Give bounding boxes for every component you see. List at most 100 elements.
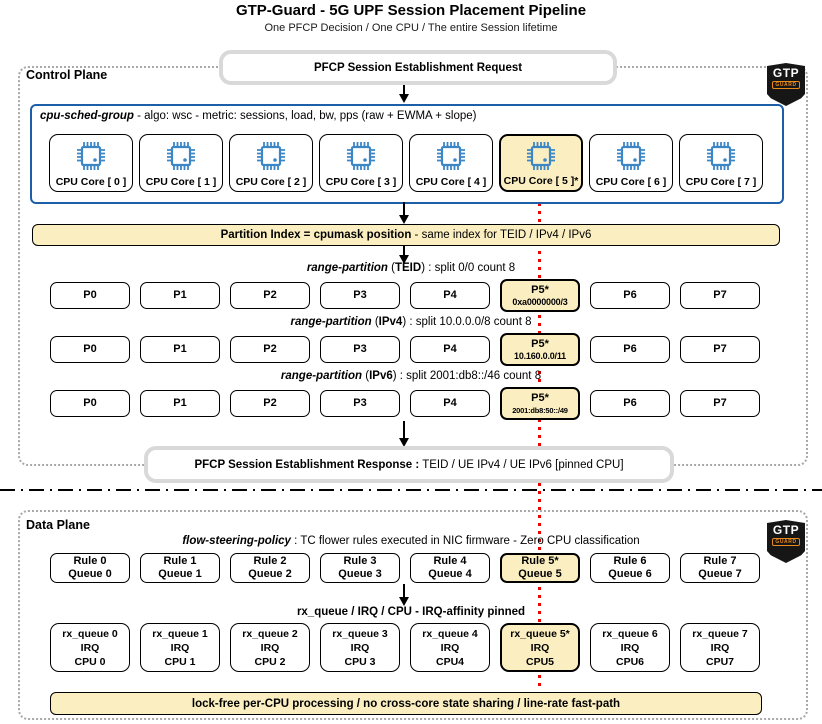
- cpu-label: CPU 1: [164, 655, 196, 668]
- range-partition-label: range-partition (IPv4) : split 10.0.0.0/…: [290, 316, 532, 328]
- pfcp-response-box: PFCP Session Establishment Response : TE…: [144, 446, 674, 483]
- irq-label: IRQ: [170, 641, 190, 654]
- cpu-chip-icon: [254, 135, 288, 176]
- partition-cell: P2: [230, 282, 310, 309]
- rx-queue-box: rx_queue 4 IRQ CPU4: [410, 623, 490, 672]
- rx-queue-label: rx_queue 2: [242, 627, 298, 640]
- partition-cell-label: P0: [83, 397, 97, 409]
- logo-guard-text: GUARD: [772, 81, 800, 89]
- queue-label: Queue 0: [68, 568, 112, 580]
- cpu-core-box: CPU Core [ 0 ]: [49, 134, 133, 192]
- rule-label: Rule 5*: [521, 554, 559, 567]
- queue-label: Queue 1: [158, 568, 202, 580]
- cpu-label: CPU4: [435, 655, 464, 668]
- partition-cell: P5* 10.160.0.0/11: [500, 333, 580, 366]
- partition-cell-label: P0: [83, 343, 97, 355]
- partition-cell: P2: [230, 336, 310, 363]
- partition-cell: P0: [50, 282, 130, 309]
- cpu-label: CPU 3: [344, 655, 376, 668]
- arrow-sched-to-partition-index: [399, 202, 409, 224]
- partition-cell: P0: [50, 336, 130, 363]
- partition-cell-label: P3: [353, 289, 367, 301]
- rule-queue-box: Rule 0 Queue 0: [50, 553, 130, 583]
- cpu-core-box: CPU Core [ 2 ]: [229, 134, 313, 192]
- rule-queue-box: Rule 3 Queue 3: [320, 553, 400, 583]
- partition-cell-label: P1: [173, 397, 187, 409]
- partition-cell: P4: [410, 282, 490, 309]
- cpu-chip-icon: [524, 136, 558, 175]
- rule-queue-box: Rule 2 Queue 2: [230, 553, 310, 583]
- partition-cell: P4: [410, 390, 490, 417]
- logo-guard-text: GUARD: [772, 538, 800, 546]
- fastpath-bar: lock-free per-CPU processing / no cross-…: [50, 692, 762, 715]
- partition-cell-value: 2001:db8:50::/49: [512, 405, 568, 415]
- arrow-rules-to-rxqueues: [399, 584, 409, 606]
- partition-cell: P7: [680, 336, 760, 363]
- rule-label: Rule 7: [703, 554, 737, 567]
- cpu-label: CPU 0: [74, 655, 106, 668]
- rx-queue-label: rx_queue 5*: [510, 627, 570, 640]
- partition-cell-label: P2: [263, 343, 277, 355]
- rx-queue-box: rx_queue 6 IRQ CPU6: [590, 623, 670, 672]
- cpu-sched-group-box: cpu-sched-group - algo: wsc - metric: se…: [30, 104, 784, 204]
- cpu-chip-icon: [434, 135, 468, 176]
- irq-label: IRQ: [620, 641, 640, 654]
- plane-divider-line: [0, 489, 822, 491]
- irq-label: IRQ: [710, 641, 730, 654]
- partition-cell: P0: [50, 390, 130, 417]
- partition-cell-value: 0xa0000000/3: [512, 296, 568, 307]
- partition-cell: P1: [140, 336, 220, 363]
- page-title: GTP-Guard - 5G UPF Session Placement Pip…: [235, 2, 587, 19]
- partition-cell: P6: [590, 336, 670, 363]
- queue-label: Queue 7: [698, 568, 742, 580]
- partition-cell-label: P7: [713, 397, 727, 409]
- cpu-core-box: CPU Core [ 6 ]: [589, 134, 673, 192]
- cpu-chip-icon: [74, 135, 108, 176]
- partition-cell-label: P7: [713, 343, 727, 355]
- cpu-sched-group-header: cpu-sched-group - algo: wsc - metric: se…: [40, 110, 477, 122]
- rx-queue-label: rx_queue 6: [602, 627, 658, 640]
- cpu-label: CPU5: [525, 655, 554, 668]
- queue-label: Queue 2: [248, 568, 292, 580]
- partition-cell-label: P5*: [531, 337, 549, 350]
- rule-queue-box: Rule 5* Queue 5: [500, 553, 580, 583]
- page-subtitle: One PFCP Decision / One CPU / The entire…: [264, 22, 558, 34]
- rx-queue-row-label: rx_queue / IRQ / CPU - IRQ-affinity pinn…: [296, 606, 526, 618]
- partition-cell: P5* 0xa0000000/3: [500, 279, 580, 312]
- gtp-guard-logo-icon: GTP GUARD: [767, 520, 805, 563]
- rx-queue-box: rx_queue 1 IRQ CPU 1: [140, 623, 220, 672]
- cpu-chip-icon: [344, 135, 378, 176]
- queue-label: Queue 3: [338, 568, 382, 580]
- partition-cell: P2: [230, 390, 310, 417]
- logo-gtp-text: GTP: [772, 523, 800, 537]
- cpu-label: CPU6: [615, 655, 644, 668]
- partition-cell: P1: [140, 282, 220, 309]
- partition-cell-label: P3: [353, 397, 367, 409]
- rule-queue-box: Rule 7 Queue 7: [680, 553, 760, 583]
- partition-cell-label: P5*: [531, 391, 549, 404]
- arrow-request-to-sched: [399, 80, 409, 103]
- partition-cell: P3: [320, 336, 400, 363]
- rule-label: Rule 1: [163, 554, 197, 567]
- cpu-label: CPU7: [705, 655, 734, 668]
- cpu-core-label: CPU Core [ 7 ]: [685, 176, 757, 188]
- partition-cell-label: P2: [263, 289, 277, 301]
- partition-cell: P3: [320, 282, 400, 309]
- cpu-core-label: CPU Core [ 0 ]: [55, 176, 127, 188]
- queue-label: Queue 4: [428, 568, 472, 580]
- partition-cell-label: P0: [83, 289, 97, 301]
- partition-cell: P3: [320, 390, 400, 417]
- irq-label: IRQ: [350, 641, 370, 654]
- partition-cell-label: P2: [263, 397, 277, 409]
- rx-queue-box: rx_queue 7 IRQ CPU7: [680, 623, 760, 672]
- rule-queue-box: Rule 4 Queue 4: [410, 553, 490, 583]
- irq-label: IRQ: [530, 641, 550, 654]
- rule-label: Rule 0: [73, 554, 107, 567]
- range-partition-label: range-partition (TEID) : split 0/0 count…: [306, 262, 516, 274]
- partition-cell-label: P5*: [531, 283, 549, 296]
- rx-queue-label: rx_queue 4: [422, 627, 478, 640]
- cpu-core-box: CPU Core [ 1 ]: [139, 134, 223, 192]
- rule-queue-box: Rule 1 Queue 1: [140, 553, 220, 583]
- arrow-index-to-partitions: [399, 246, 409, 264]
